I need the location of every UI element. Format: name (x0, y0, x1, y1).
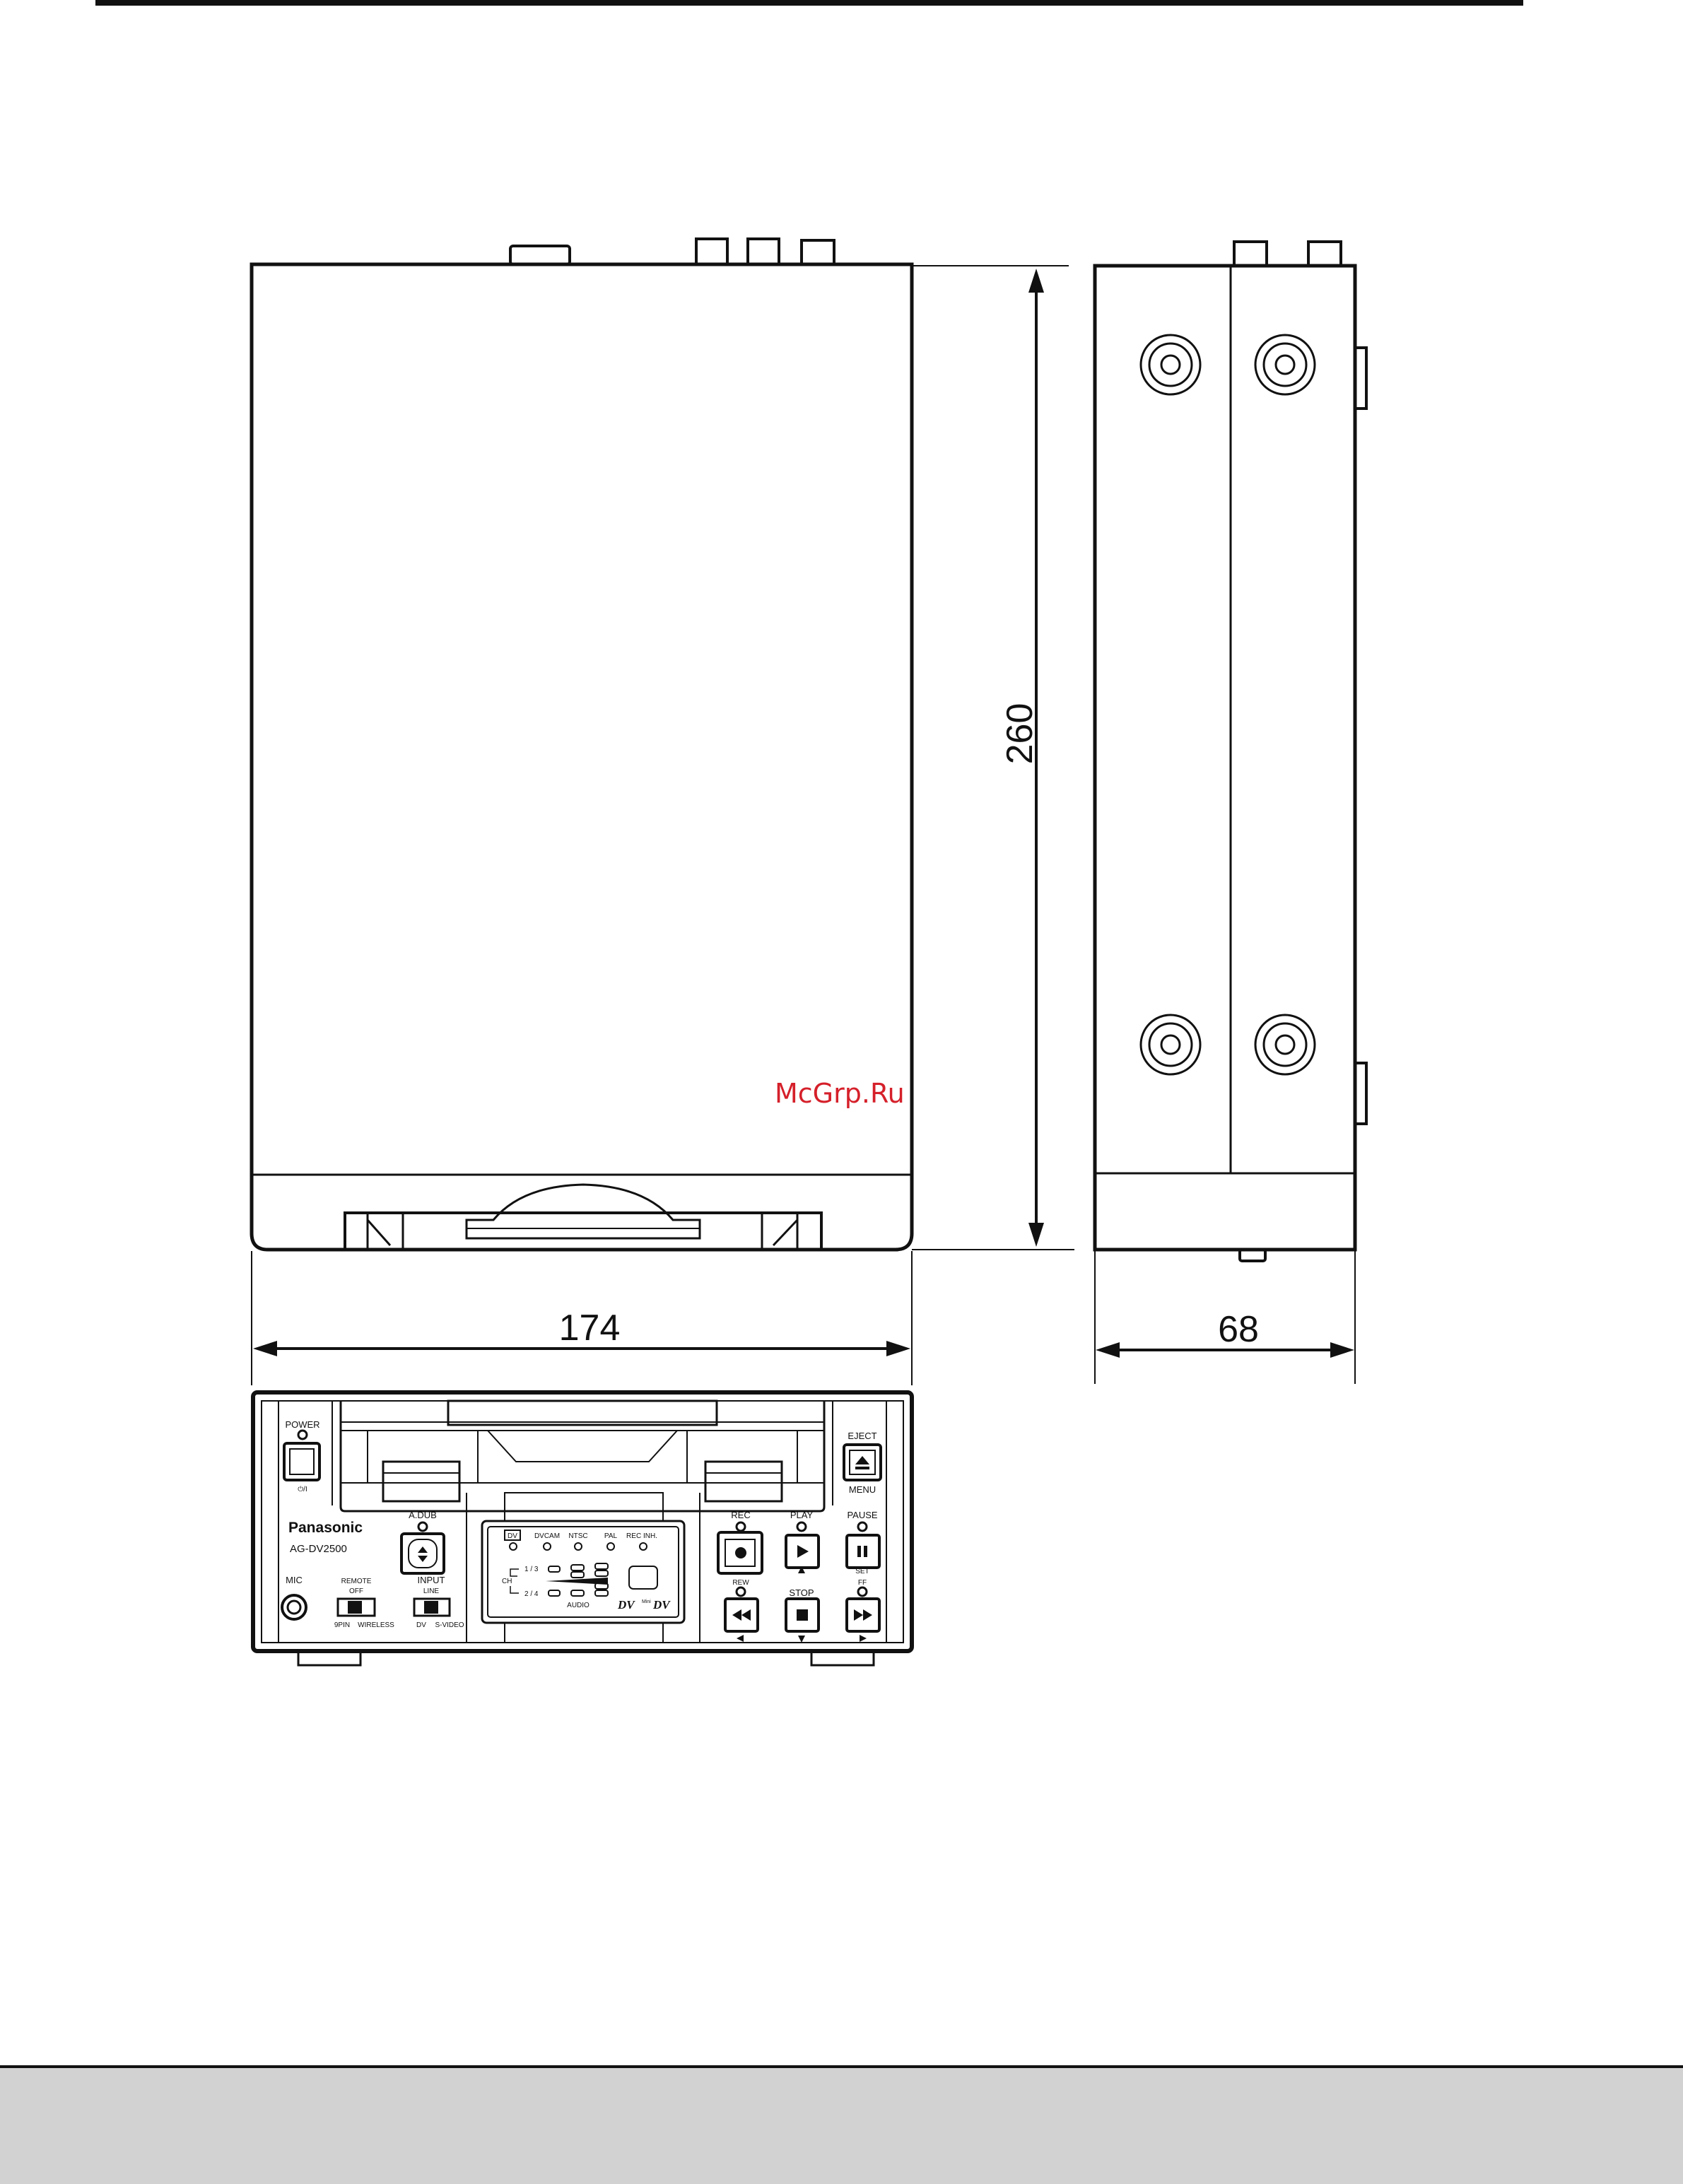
right-arrow-icon (860, 1635, 867, 1642)
play-button[interactable] (786, 1535, 819, 1568)
input-switch[interactable] (414, 1599, 450, 1616)
pause-icon (857, 1546, 861, 1557)
mic-label: MIC (286, 1575, 303, 1585)
rec-led (737, 1522, 745, 1531)
dvcam-led (544, 1543, 551, 1550)
model-name: AG-DV2500 (290, 1543, 347, 1555)
adub-led (418, 1522, 427, 1531)
input-svideo-label: S-VIDEO (435, 1621, 464, 1629)
mini-dv-logo: DV (652, 1598, 671, 1611)
remote-wireless-label: WIRELESS (358, 1621, 394, 1629)
stop-button[interactable] (786, 1599, 819, 1631)
adub-button[interactable] (401, 1534, 444, 1573)
pause-label: PAUSE (847, 1510, 877, 1520)
input-label: INPUT (418, 1575, 445, 1585)
remote-label: REMOTE (341, 1578, 372, 1585)
rec-button[interactable] (718, 1532, 762, 1573)
dimension-depth-label: 68 (1218, 1309, 1259, 1350)
pal-led (607, 1543, 614, 1550)
adub-label: A.DUB (409, 1510, 437, 1520)
ff-led (858, 1587, 867, 1596)
ntsc-label: NTSC (568, 1532, 587, 1540)
rew-button[interactable] (725, 1599, 758, 1631)
ch24-label: 2 / 4 (524, 1590, 539, 1598)
footer-band (0, 2065, 1683, 2184)
ch-label: CH (502, 1578, 512, 1585)
mic-jack[interactable] (282, 1595, 306, 1619)
dv-logo: DV (617, 1598, 635, 1611)
down-arrow-icon (798, 1636, 805, 1643)
stop-icon (797, 1609, 808, 1621)
remote-off-label: OFF (349, 1587, 363, 1595)
rec-inh-label: REC INH. (626, 1532, 657, 1540)
top-view (252, 239, 1074, 1385)
side-screw-holes (1141, 335, 1315, 1074)
left-arrow-icon (737, 1635, 744, 1642)
display-panel: DV DVCAM NTSC PAL REC INH. 1 / 3 CH 2 / … (502, 1530, 671, 1611)
remote-switch[interactable] (338, 1599, 375, 1616)
side-view (1095, 242, 1366, 1384)
rew-led (737, 1587, 745, 1596)
display-window (629, 1566, 657, 1589)
brand-logo: Panasonic (288, 1520, 363, 1536)
stop-label: STOP (789, 1587, 814, 1598)
pause-button[interactable] (847, 1535, 879, 1568)
power-button[interactable] (284, 1443, 319, 1480)
eject-button[interactable] (844, 1445, 881, 1480)
pause-led (858, 1522, 867, 1531)
play-label: PLAY (790, 1510, 814, 1520)
rew-label: REW (732, 1579, 749, 1587)
ff-button[interactable] (847, 1599, 879, 1631)
dimension-width-label: 174 (559, 1308, 621, 1349)
power-symbol: ⏻/I (298, 1486, 307, 1493)
input-line-label: LINE (423, 1587, 440, 1595)
set-label: SET (855, 1568, 869, 1575)
menu-label: MENU (849, 1484, 876, 1495)
rec-inh-led (640, 1543, 647, 1550)
dv-led (510, 1543, 517, 1550)
pal-label: PAL (604, 1532, 618, 1540)
ch13-label: 1 / 3 (524, 1566, 539, 1573)
input-dv-label: DV (416, 1621, 426, 1629)
remote-9pin-label: 9PIN (334, 1621, 350, 1629)
header-rule (95, 0, 1523, 6)
mini-text: Mini (642, 1599, 651, 1604)
dvcam-label: DVCAM (534, 1532, 560, 1540)
audio-level-meter (546, 1563, 608, 1596)
ff-label: FF (858, 1579, 867, 1587)
power-led (298, 1431, 307, 1439)
eject-label: EJECT (848, 1431, 876, 1441)
dv-indicator-label: DV (508, 1532, 517, 1540)
watermark: McGrp.Ru (775, 1078, 905, 1109)
audio-label: AUDIO (567, 1602, 590, 1609)
rec-icon (735, 1547, 746, 1558)
ntsc-led (575, 1543, 582, 1550)
rec-label: REC (731, 1510, 750, 1520)
play-led (797, 1522, 806, 1531)
power-label: POWER (285, 1419, 319, 1430)
dimension-height-label: 260 (999, 703, 1040, 765)
